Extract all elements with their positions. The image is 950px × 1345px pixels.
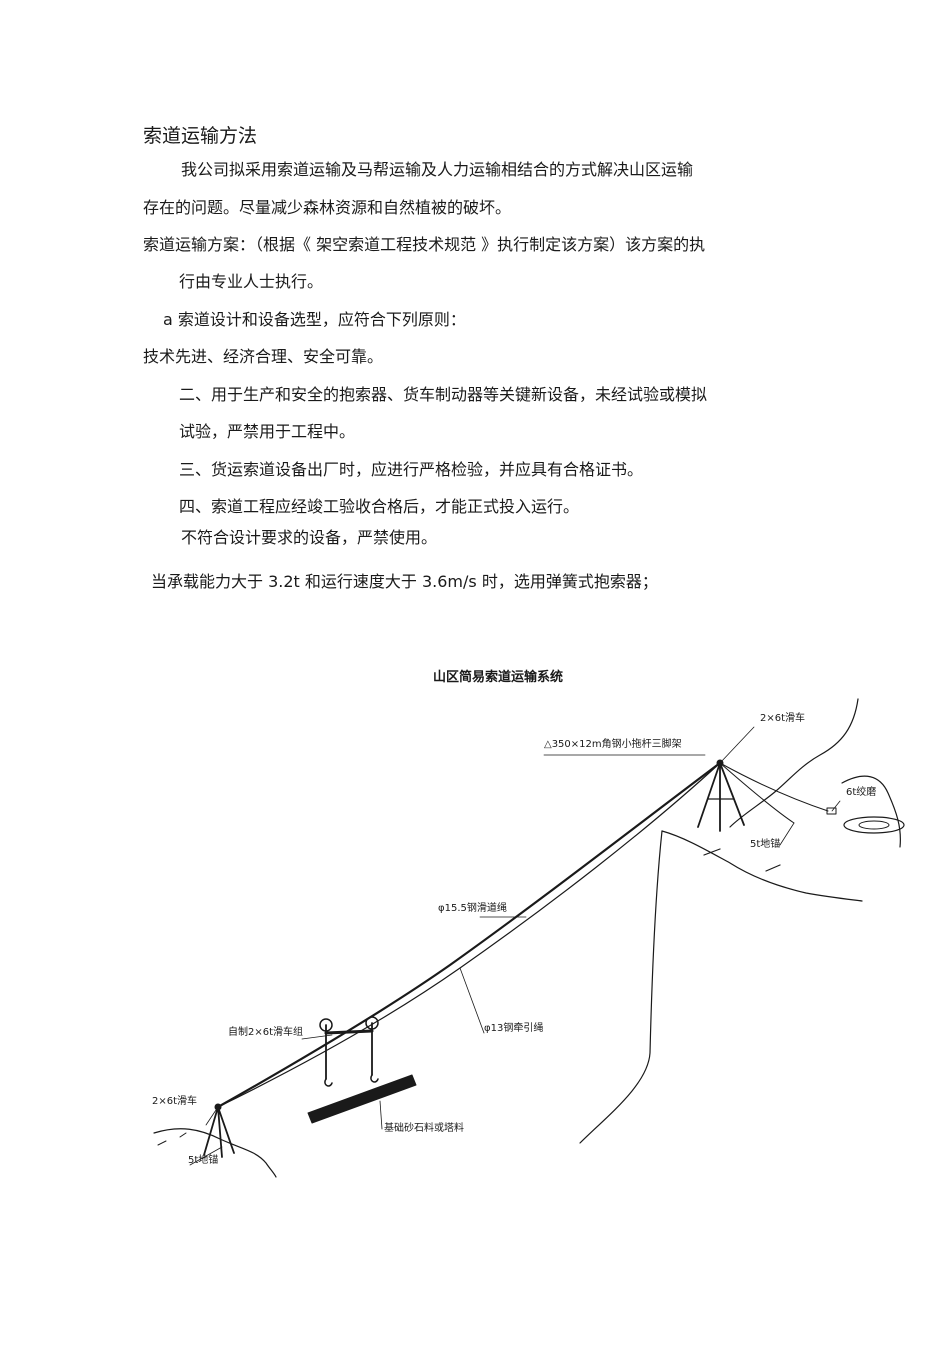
label-top-anchor: 5t地锚 bbox=[750, 837, 780, 850]
label-bottom-anchor: 5t地锚 bbox=[188, 1153, 218, 1166]
ropeway-diagram: 山区简易索道运输系统 bbox=[152, 669, 905, 1178]
trolley-hooks-icon bbox=[324, 1074, 379, 1087]
track-rope bbox=[216, 761, 722, 1109]
trolley-hangers bbox=[325, 1022, 373, 1080]
paragraph-line: 技术先进、经济合理、安全可靠。 bbox=[143, 347, 384, 366]
paragraph-line: 三、货运索道设备出厂时，应进行严格检验，并应具有合格证书。 bbox=[179, 460, 644, 479]
bottom-tripod-icon bbox=[203, 1106, 235, 1158]
label-haul-rope: φ13钢牵引绳 bbox=[484, 1021, 543, 1034]
mountain-ridge-upper bbox=[729, 698, 859, 828]
label-bottom-pulley: 2×6t滑车 bbox=[152, 1094, 197, 1107]
mountain-slope-lower bbox=[661, 830, 863, 902]
trolley-wheel-icon bbox=[365, 1016, 379, 1030]
trolley-wheel-icon bbox=[319, 1018, 333, 1032]
paragraph-line: 行由专业人士执行。 bbox=[179, 272, 324, 291]
winch-drum-inner-icon bbox=[858, 820, 890, 830]
paragraph-line: 不符合设计要求的设备，严禁使用。 bbox=[181, 528, 438, 547]
load-bundle-icon bbox=[307, 1074, 417, 1124]
bottom-terrain-hatch bbox=[157, 1132, 187, 1146]
haul-rope-to-winch bbox=[719, 762, 829, 812]
bottom-terrain bbox=[153, 1128, 277, 1178]
top-anchor-rope bbox=[719, 762, 795, 824]
leader-winch bbox=[831, 800, 841, 812]
paragraph-line: 二、用于生产和安全的抱索器、货车制动器等关键新设备，未经试验或模拟 bbox=[179, 385, 708, 404]
diagram-title: 山区简易索道运输系统 bbox=[433, 669, 563, 685]
leader-load bbox=[379, 1100, 383, 1130]
paragraph-line: 试验，严禁用于工程中。 bbox=[179, 422, 356, 441]
leader-trolley-group bbox=[301, 1034, 333, 1040]
leader-bottom-pulley bbox=[205, 1106, 219, 1126]
paragraph-line: 存在的问题。尽量减少森林资源和自然植被的破坏。 bbox=[143, 198, 512, 217]
leader-top-anchor bbox=[779, 822, 795, 846]
paragraph-line: a 索道设计和设备选型，应符合下列原则： bbox=[163, 310, 466, 329]
label-trolley-group: 自制2×6t滑车组 bbox=[228, 1025, 303, 1038]
paragraph-line: 我公司拟采用索道运输及马帮运输及人力运输相结合的方式解决山区运输 bbox=[181, 160, 694, 179]
winch-drum-icon bbox=[843, 816, 905, 834]
mountain-cliff-line bbox=[579, 830, 663, 1144]
leader-top-pulley bbox=[719, 726, 755, 764]
leader-haul-rope bbox=[459, 967, 485, 1034]
paragraph-line: 当承载能力大于 3.2t 和运行速度大于 3.6m/s 时，选用弹簧式抱索器； bbox=[151, 572, 658, 591]
label-track-rope: φ15.5钢滑道绳 bbox=[438, 901, 507, 914]
leader-bottom-anchor bbox=[189, 1146, 223, 1166]
label-load: 基础砂石料或塔料 bbox=[384, 1121, 464, 1134]
label-winch: 6t绞磨 bbox=[846, 785, 876, 798]
haul-rope bbox=[217, 762, 721, 1108]
trolley-beam bbox=[324, 1029, 374, 1035]
paragraph-line: 索道运输方案：（根据《 架空索道工程技术规范 》执行制定该方案）该方案的执 bbox=[143, 235, 706, 254]
slope-hatch bbox=[703, 848, 781, 872]
mountain-ridge-right bbox=[841, 775, 901, 848]
paragraph-line: 四、索道工程应经竣工验收合格后，才能正式投入运行。 bbox=[179, 497, 580, 516]
top-tripod-icon bbox=[697, 762, 745, 832]
label-top-pulley: 2×6t滑车 bbox=[760, 711, 805, 724]
label-tripod: △350×12m角钢小拖杆三脚架 bbox=[544, 737, 682, 750]
document-heading: 索道运输方法 bbox=[143, 125, 258, 147]
